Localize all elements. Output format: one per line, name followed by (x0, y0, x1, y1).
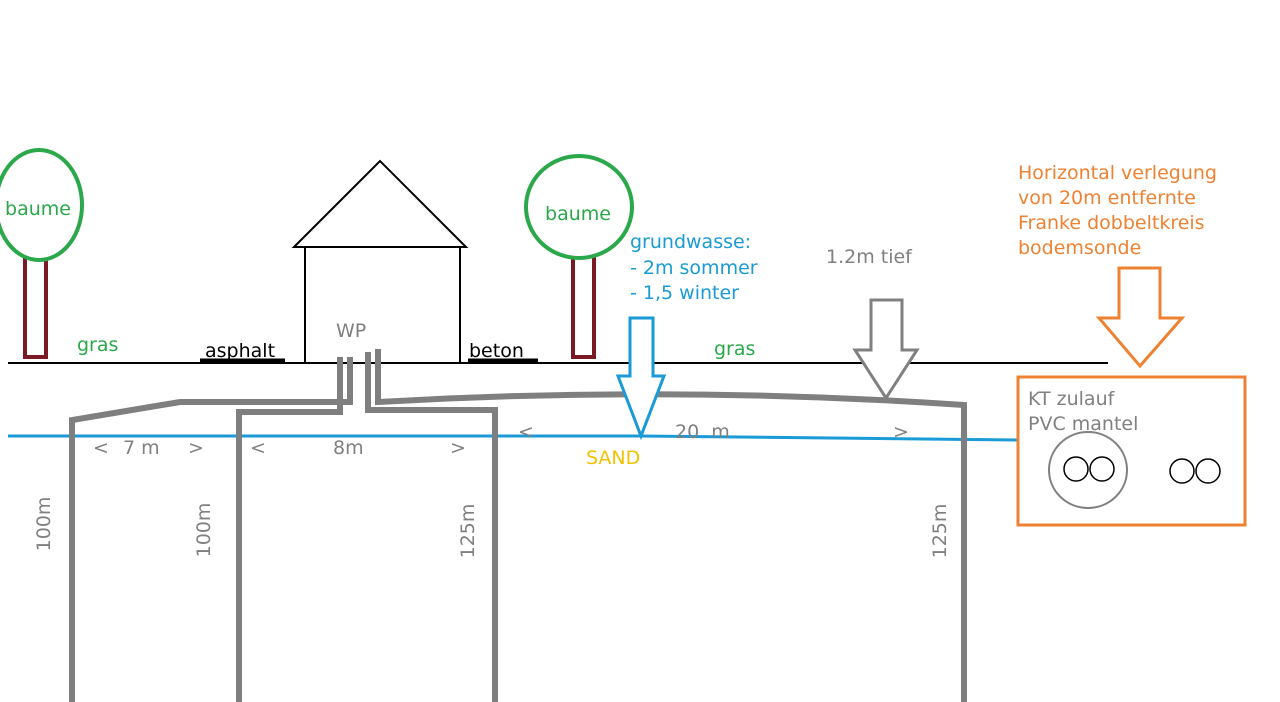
wp-label: WP (336, 320, 366, 342)
detail-box-line1: KT zulauf (1028, 388, 1116, 410)
distance-7m-right-arrow: > (188, 437, 204, 459)
detail-box-line2: PVC mantel (1028, 413, 1138, 435)
horizontal-arrow (1095, 266, 1186, 369)
horizontal-note-line1: Horizontal verlegung (1018, 162, 1217, 184)
tree-right-crown (524, 154, 634, 260)
tree-left-crown (0, 148, 84, 262)
distance-8m-left-arrow: < (250, 437, 266, 459)
distance-20m-left-arrow: < (518, 421, 534, 443)
tree-left-label: baume (5, 198, 71, 220)
gras-right-label: gras (714, 338, 755, 360)
ground-probe-pipes (69, 349, 967, 702)
pipe-third-probe (365, 352, 498, 702)
distance-20m-right-arrow: > (893, 421, 909, 443)
probe-depth-4: 125m (929, 504, 951, 559)
pipe-circle-4 (1195, 458, 1221, 484)
tree-right-trunk (571, 248, 596, 359)
horizontal-note-line3: Franke dobbeltkreis (1018, 212, 1205, 234)
house: WP (291, 159, 469, 363)
probe-depth-1: 100m (33, 497, 55, 552)
distance-7m-value: 7 m (123, 437, 160, 459)
pipe-left-probe (69, 357, 353, 702)
tree-left: baume (0, 148, 84, 359)
groundwater-title: grundwasse: (630, 231, 751, 253)
house-roof (291, 159, 469, 248)
pipe-circle-2 (1089, 456, 1115, 482)
distance-7m-left-arrow: < (93, 437, 109, 459)
distance-20m-value: 20 m (675, 421, 730, 443)
depth-arrow (852, 298, 920, 401)
probe-depth-2: 100m (193, 503, 215, 558)
groundwater-winter: - 1,5 winter (630, 282, 739, 304)
pipe-circle-1 (1063, 456, 1089, 482)
distance-8m-value: 8m (333, 437, 364, 459)
sand-label: SAND (586, 447, 640, 469)
detail-box-frame (1016, 375, 1247, 527)
depth-note: 1.2m tief (826, 246, 913, 268)
pvc-sleeve-circle (1048, 431, 1128, 509)
pipe-circle-3 (1169, 458, 1195, 484)
asphalt-label: asphalt (205, 340, 275, 362)
beton-label: beton (469, 340, 524, 362)
tree-right: baume (524, 154, 634, 359)
gras-left-label: gras (77, 334, 118, 356)
probe-depth-3: 125m (457, 504, 479, 559)
distance-8m-right-arrow: > (450, 437, 466, 459)
tree-left-trunk (23, 250, 48, 359)
pipe-second-probe (236, 357, 343, 702)
tree-right-label: baume (545, 203, 611, 225)
pipe-detail-box: KT zulauf PVC mantel (1016, 375, 1247, 527)
horizontal-note-line2: von 20m entfernte (1018, 187, 1196, 209)
horizontal-note-line4: bodemsonde (1018, 237, 1141, 259)
groundwater-summer: - 2m sommer (630, 257, 758, 279)
pipe-fourth-probe (375, 349, 967, 702)
groundwater-arrow (615, 316, 667, 441)
